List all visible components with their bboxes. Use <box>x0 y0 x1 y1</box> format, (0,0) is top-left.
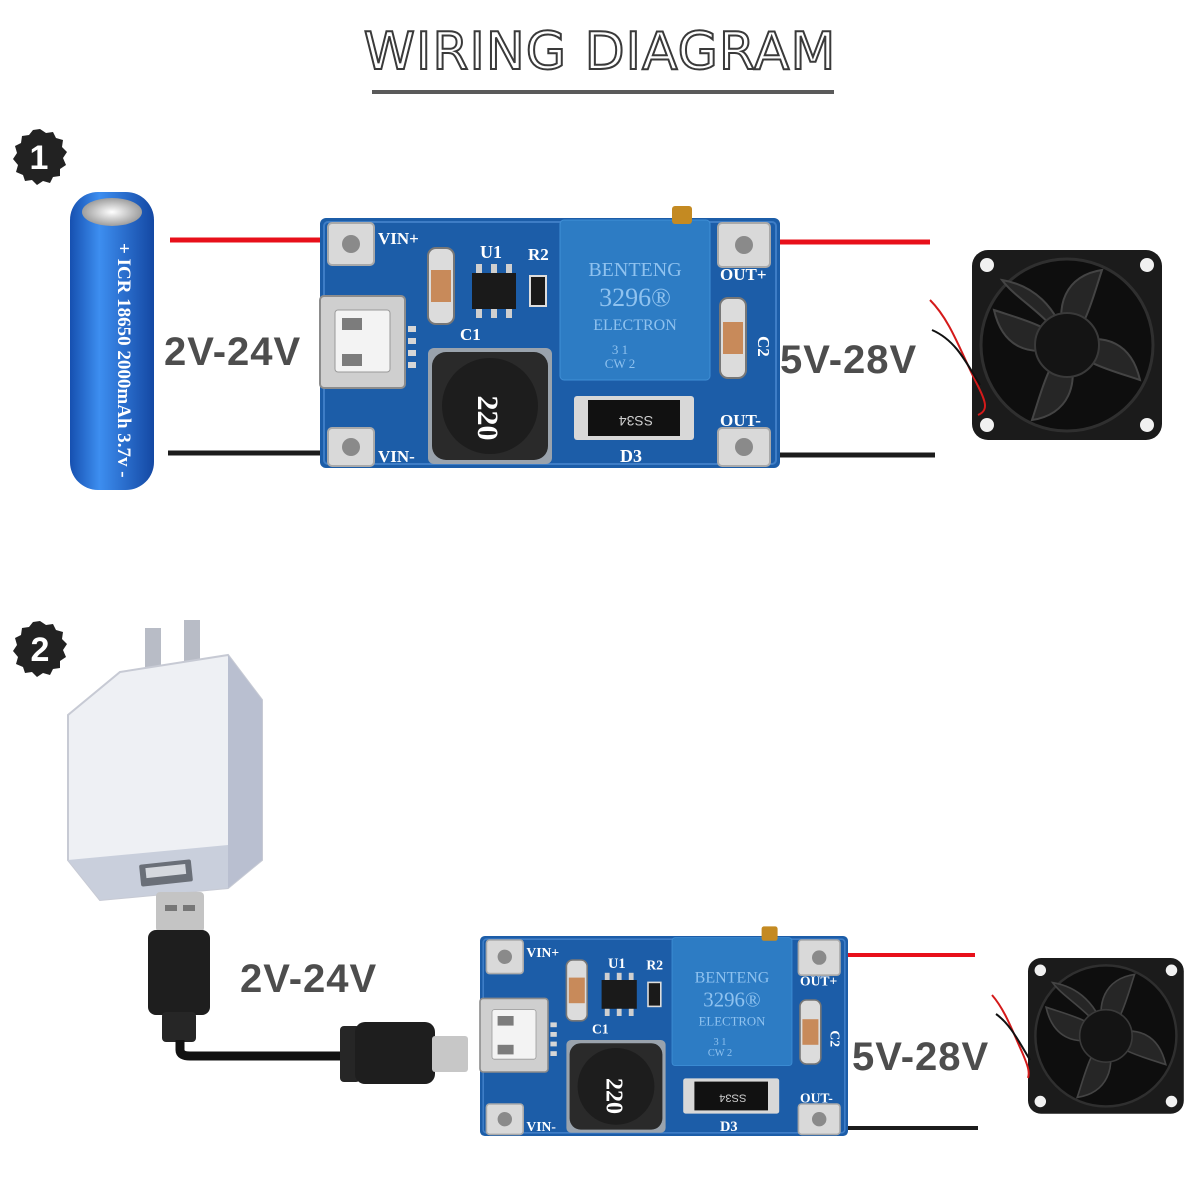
pin-out-plus: OUT+ <box>720 265 767 284</box>
step-1-input-voltage: 2V-24V <box>164 330 302 374</box>
potentiometer-markings: BENTENG 3296® ELECTRON 3 1 CW 2 <box>588 259 681 371</box>
label-d3-2: D3 <box>720 1119 738 1135</box>
pin-out-minus-2: OUT- <box>800 1090 833 1105</box>
step-2-input-voltage: 2V-24V <box>240 957 378 1001</box>
fan-lead-black-2 <box>995 1013 1031 1061</box>
pin-vin-minus: VIN- <box>378 447 415 466</box>
pin-vin-plus: VIN+ <box>378 229 419 248</box>
fan-lead-red <box>929 299 986 416</box>
pot-pins: 3 1 <box>612 342 628 357</box>
step-1: 1 + ICR 18650 2000mAh 3.7v - VIN+ VIN- O… <box>13 129 1164 490</box>
diode-label-2: SS34 <box>719 1091 746 1103</box>
potentiometer-markings-2: BENTENG 3296® ELECTRON 3 1 CW 2 <box>695 969 770 1059</box>
boost-converter-board: VIN+ VIN- OUT+ OUT- U1 R2 C1 C2 D3 220 S… <box>319 205 781 469</box>
step-1-output-voltage: 5V-28V <box>780 338 918 382</box>
usb-cable <box>148 892 468 1084</box>
step-1-badge: 1 <box>13 129 67 185</box>
step-2-badge: 2 <box>13 621 67 677</box>
pot-pins-2: 3 1 <box>714 1037 727 1048</box>
diode-label: SS34 <box>619 413 653 429</box>
label-c2: C2 <box>754 336 773 357</box>
battery-label: + ICR 18650 2000mAh 3.7v - <box>113 243 134 478</box>
label-u1-2: U1 <box>608 956 626 972</box>
pot-maker-2: ELECTRON <box>699 1015 766 1029</box>
label-c1: C1 <box>460 325 481 344</box>
pin-vin-plus-2: VIN+ <box>526 945 559 960</box>
cooling-fan <box>970 248 1164 442</box>
diagram-title: WIRING DIAGRAM <box>363 21 837 83</box>
pot-cw: CW 2 <box>605 356 635 371</box>
label-u1: U1 <box>480 242 502 262</box>
inductor-label: 220 <box>471 396 504 441</box>
boost-converter-board-2: VIN+ VIN- OUT+ OUT- U1 R2 C1 C2 D3 220 S… <box>479 925 849 1137</box>
pot-brand: BENTENG <box>588 259 681 281</box>
fan-lead-black <box>931 329 981 386</box>
pin-out-minus: OUT- <box>720 411 761 430</box>
pot-brand-2: BENTENG <box>695 969 770 986</box>
inductor-label-2: 220 <box>600 1078 626 1114</box>
step-2: 2 <box>13 620 1186 1137</box>
fan-lead-red-2 <box>991 994 1030 1079</box>
step-2-output-voltage: 5V-28V <box>852 1035 990 1079</box>
label-d3: D3 <box>620 446 642 466</box>
pin-out-plus-2: OUT+ <box>800 974 837 989</box>
step-1-number: 1 <box>30 139 49 177</box>
label-r2: R2 <box>528 245 549 264</box>
pot-model-2: 3296® <box>703 988 760 1011</box>
cooling-fan-2 <box>1026 956 1186 1116</box>
label-r2-2: R2 <box>646 958 663 973</box>
label-c1-2: C1 <box>592 1022 609 1037</box>
pin-vin-minus-2: VIN- <box>526 1119 556 1134</box>
step-2-number: 2 <box>31 631 50 669</box>
usb-wall-adapter <box>67 620 263 902</box>
pot-cw-2: CW 2 <box>708 1048 732 1059</box>
title-underline <box>372 90 834 94</box>
label-c2-2: C2 <box>827 1030 842 1047</box>
battery-18650: + ICR 18650 2000mAh 3.7v - <box>70 192 154 490</box>
pot-model: 3296® <box>599 283 671 312</box>
pot-maker: ELECTRON <box>593 317 677 334</box>
